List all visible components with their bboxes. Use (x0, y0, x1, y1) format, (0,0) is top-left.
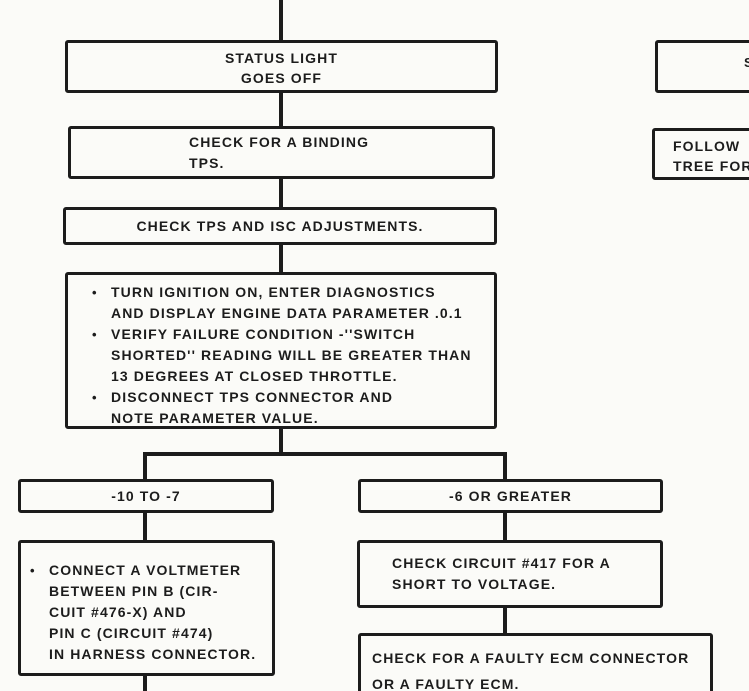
node-connect-voltmeter: • CONNECT A VOLTMETER BETWEEN PIN B (CIR… (18, 540, 275, 676)
connector-rangehigh-to-circuit417 (503, 512, 507, 542)
node-text-line: CHECK FOR A BINDING (189, 133, 370, 150)
node-text-line: TREE FOR (673, 158, 749, 174)
bullet-line: AND DISPLAY ENGINE DATA PARAMETER .0.1 (111, 305, 463, 321)
bullet-line: SHORTED'' READING WILL BE GREATER THAN (111, 347, 472, 363)
node-right-top-clipped: S (655, 40, 749, 93)
node-text-line: FOLLOW (673, 138, 741, 154)
branch-horizontal-line (143, 452, 507, 456)
branch-drop-right (503, 452, 507, 481)
node-text-line: SHORT TO VOLTAGE. (392, 576, 557, 592)
node-range-minus10-to-minus7: -10 TO -7 (18, 479, 274, 513)
connector-status-to-binding (279, 92, 283, 128)
node-follow-tree-clipped: FOLLOW TREE FOR (652, 128, 749, 180)
connector-rangelow-to-voltmeter (143, 512, 147, 542)
node-status-light-goes-off: STATUS LIGHT GOES OFF (65, 40, 498, 93)
bullet-icon: • (92, 285, 98, 300)
connector-voltmeter-outlet (143, 674, 147, 691)
connector-top-inlet (279, 0, 283, 42)
node-check-circuit-417: CHECK CIRCUIT #417 FOR A SHORT TO VOLTAG… (357, 540, 663, 608)
clipped-text-fragment: S (744, 53, 749, 73)
bullet-line: CONNECT A VOLTMETER (49, 562, 242, 578)
node-text-line: CHECK TPS AND ISC ADJUSTMENTS. (136, 218, 424, 234)
node-range-minus6-or-greater: -6 OR GREATER (358, 479, 663, 513)
bullet-line: DISCONNECT TPS CONNECTOR AND (111, 389, 394, 405)
node-text-line: STATUS LIGHT (224, 49, 338, 66)
bullet-line: TURN IGNITION ON, ENTER DIAGNOSTICS (111, 284, 436, 300)
node-text-line: -10 TO -7 (111, 488, 181, 504)
node-text-line: TPS. (189, 154, 225, 171)
branch-drop-left (143, 452, 147, 481)
bullet-line: NOTE PARAMETER VALUE. (111, 410, 319, 426)
connector-adjustments-to-diagnostics (279, 243, 283, 274)
bullet-item: • CONNECT A VOLTMETER BETWEEN PIN B (CIR… (30, 560, 268, 665)
node-text-line: OR A FAULTY ECM. (372, 676, 520, 691)
bullet-line: PIN C (CIRCUIT #474) (49, 625, 214, 641)
node-faulty-ecm: CHECK FOR A FAULTY ECM CONNECTOR OR A FA… (358, 633, 713, 691)
node-text-line: CHECK FOR A FAULTY ECM CONNECTOR (372, 650, 690, 666)
node-diagnostics-steps: • TURN IGNITION ON, ENTER DIAGNOSTICS AN… (65, 272, 497, 429)
connector-diagnostics-to-branch (279, 428, 283, 456)
node-check-tps-isc-adjustments: CHECK TPS AND ISC ADJUSTMENTS. (63, 207, 497, 245)
connector-binding-to-adjustments (279, 178, 283, 209)
bullet-item: • DISCONNECT TPS CONNECTOR AND NOTE PARA… (92, 387, 486, 429)
node-check-binding-tps: CHECK FOR A BINDING TPS. (68, 126, 495, 179)
bullet-line: BETWEEN PIN B (CIR- (49, 583, 219, 599)
bullet-line: 13 DEGREES AT CLOSED THROTTLE. (111, 368, 398, 384)
bullet-icon: • (92, 327, 98, 342)
connector-circuit417-to-ecm (503, 606, 507, 635)
bullet-line: IN HARNESS CONNECTOR. (49, 646, 257, 662)
bullet-line: VERIFY FAILURE CONDITION -''SWITCH (111, 326, 416, 342)
node-text-line: -6 OR GREATER (449, 488, 572, 504)
bullet-item: • TURN IGNITION ON, ENTER DIAGNOSTICS AN… (92, 282, 486, 324)
bullet-icon: • (30, 563, 36, 578)
node-text-line: GOES OFF (240, 69, 323, 86)
bullet-item: • VERIFY FAILURE CONDITION -''SWITCH SHO… (92, 324, 486, 387)
bullet-line: CUIT #476-X) AND (49, 604, 187, 620)
bullet-icon: • (92, 390, 98, 405)
node-text-line: CHECK CIRCUIT #417 FOR A (392, 555, 611, 571)
